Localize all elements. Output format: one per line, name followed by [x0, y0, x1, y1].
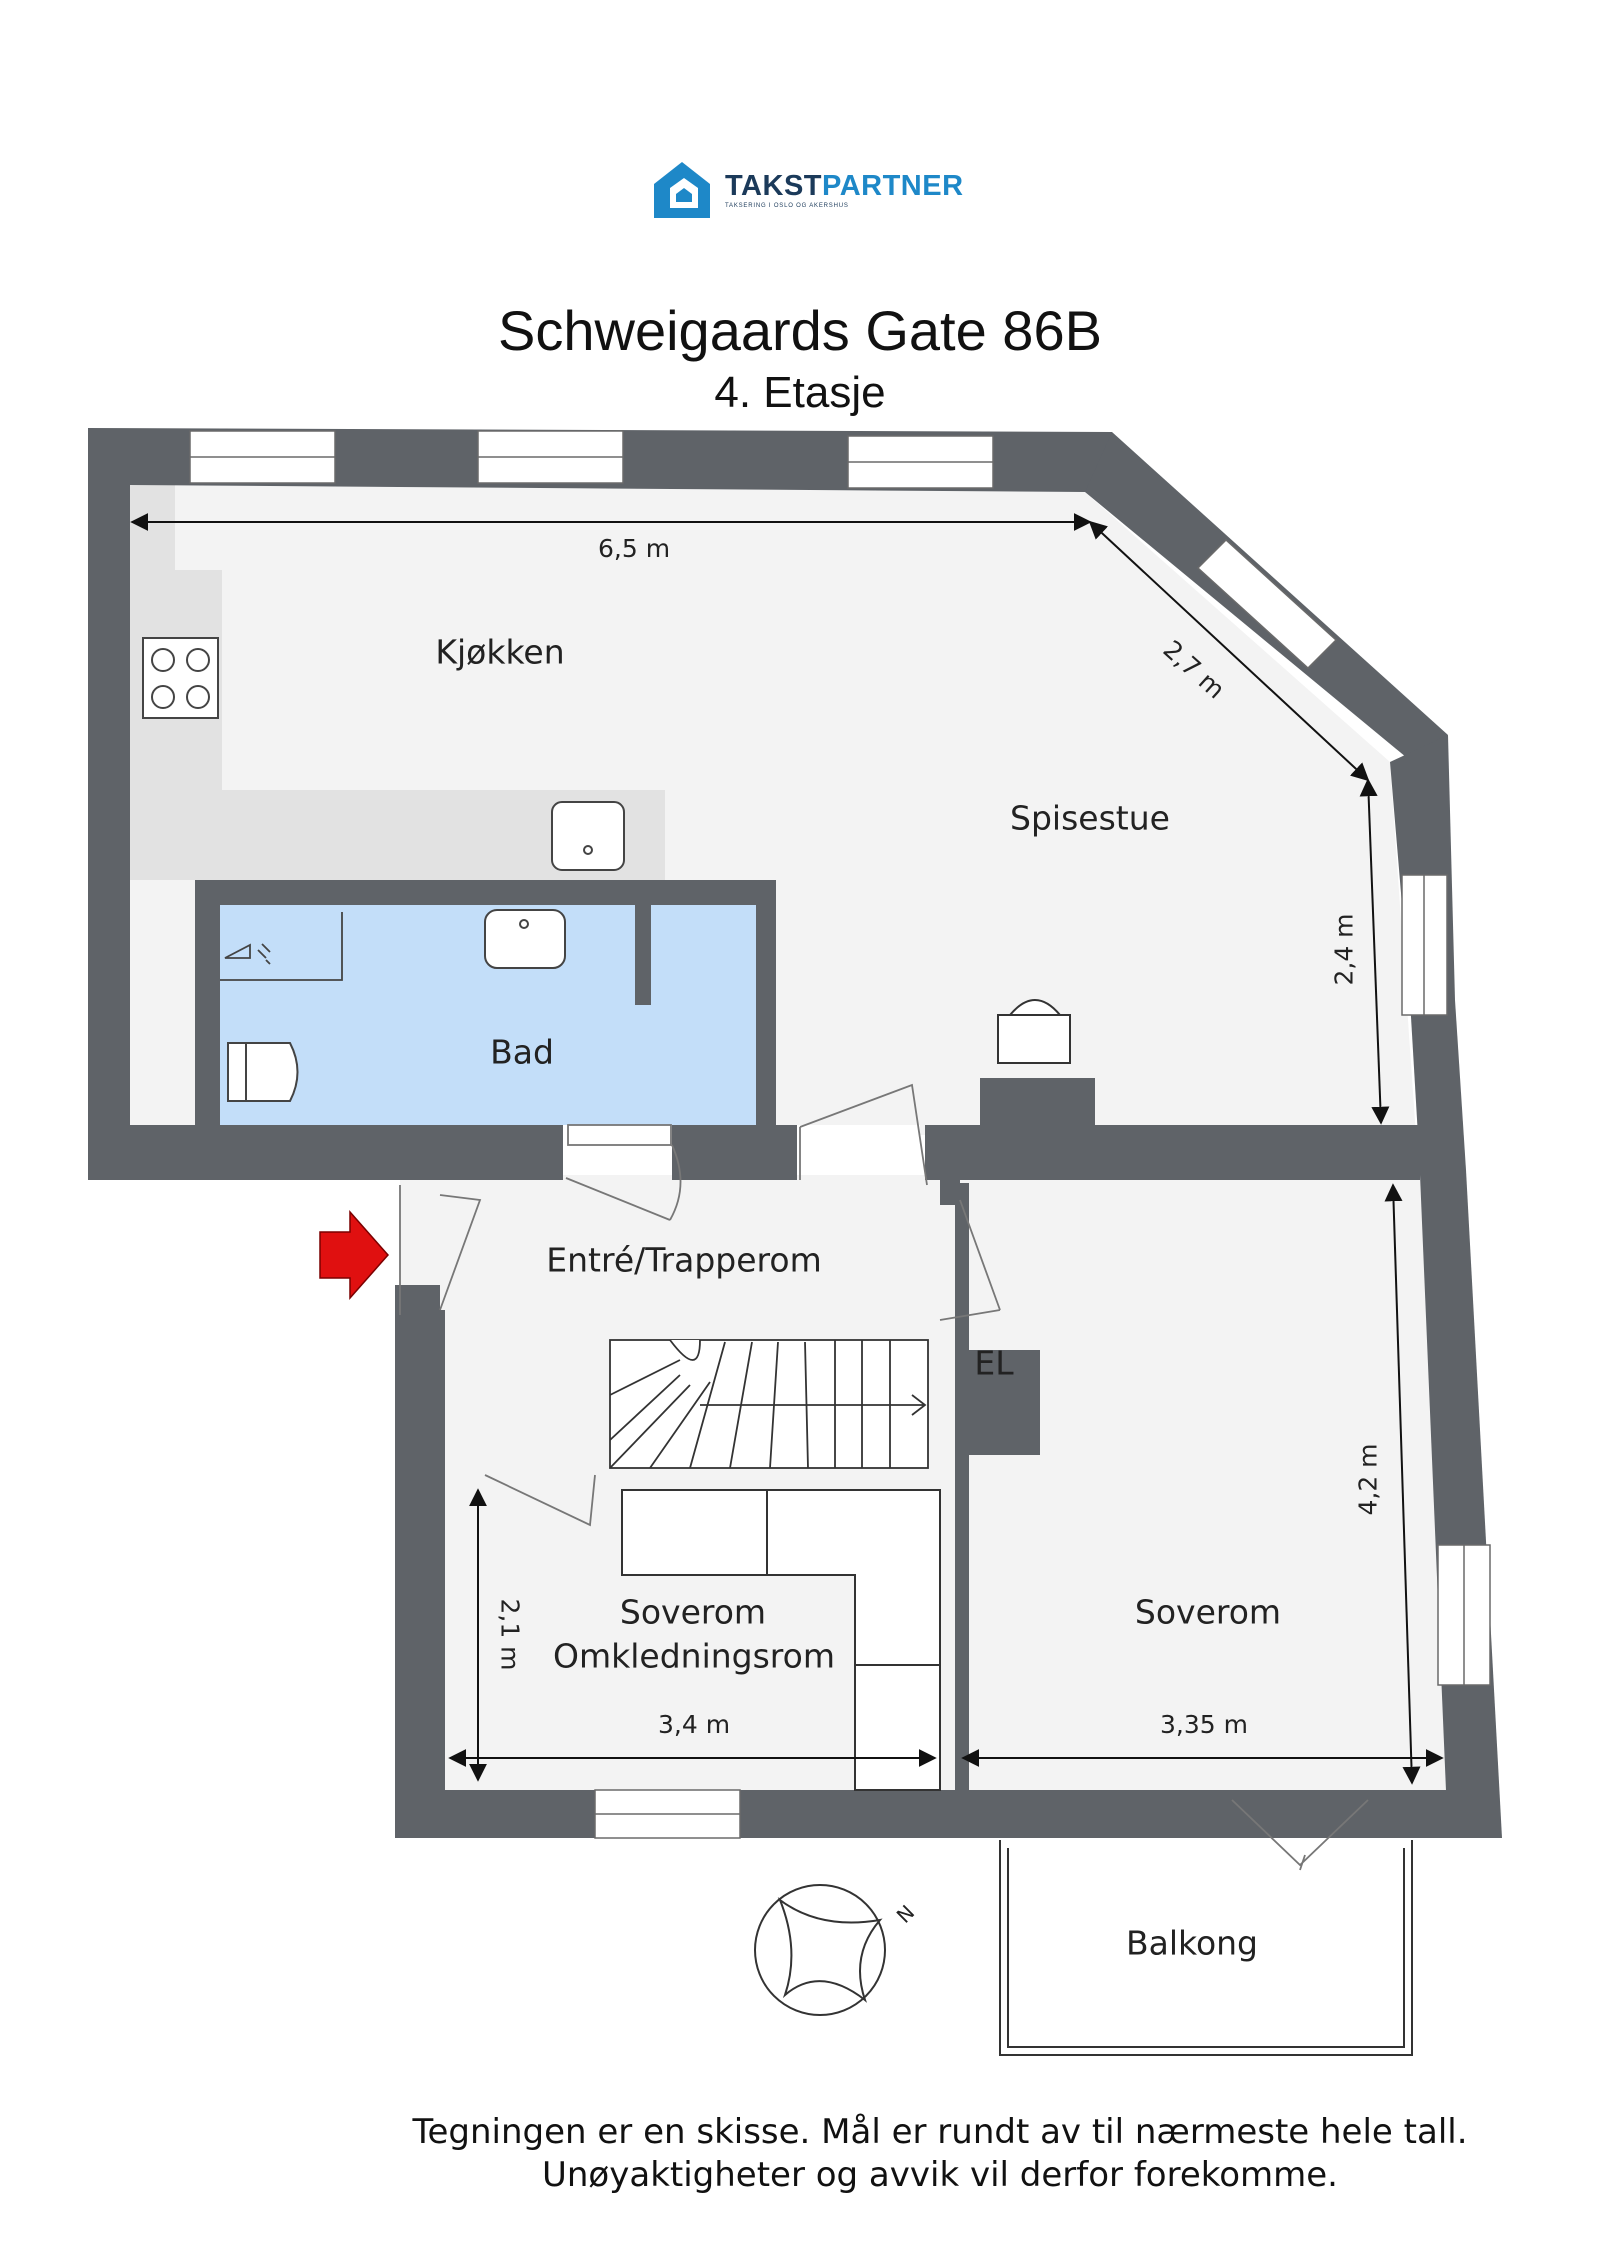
room-label-bath: Bad — [490, 1032, 554, 1072]
logo-tagline: TAKSERING I OSLO OG AKERSHUS — [725, 203, 849, 209]
wardrobes — [621, 1489, 941, 1791]
room-label-dressing: Omkledningsrom — [553, 1636, 835, 1676]
bedroom-large-floor — [960, 1175, 1448, 1790]
balcony — [999, 1840, 1413, 2056]
dim-bedroom-small-height: 2,1 m — [495, 1598, 525, 1671]
dining-chair-icon — [997, 999, 1071, 1064]
room-label-bedroom-small: Soverom — [619, 1592, 767, 1632]
dim-kitchen-width: 6,5 m — [598, 534, 671, 563]
room-label-entry: Entré/Trapperom — [546, 1240, 822, 1280]
dim-bedroom-large-height: 4,2 m — [1353, 1443, 1383, 1516]
stove-icon — [142, 637, 219, 719]
disclaimer-line-2: Unøyaktigheter og avvik vil derfor forek… — [542, 2155, 1338, 2195]
room-label-el: EL — [974, 1343, 1014, 1383]
dim-bedroom-large-width: 3,35 m — [1160, 1710, 1248, 1739]
disclaimer-line-1: Tegningen er en skisse. Mål er rundt av … — [412, 2112, 1468, 2152]
bathroom-sink-icon — [484, 909, 566, 969]
floor-subtitle: 4. Etasje — [714, 368, 886, 417]
shower-icon — [220, 912, 343, 981]
page-title: Schweigaards Gate 86B — [498, 299, 1102, 362]
room-label-bedroom-large: Soverom — [1134, 1592, 1282, 1632]
dim-bedroom-small-width: 3,4 m — [658, 1710, 731, 1739]
staircase — [609, 1339, 929, 1469]
takstpartner-logo: TAKSTPARTNER TAKSERING I OSLO OG AKERSHU… — [645, 150, 975, 220]
kitchen-sink-icon — [551, 801, 625, 871]
room-label-dining: Spisestue — [1010, 798, 1170, 838]
dimension-lines — [130, 513, 1444, 1785]
compass-icon — [754, 1884, 886, 2016]
room-label-kitchen: Kjøkken — [435, 632, 565, 672]
dim-dining-height: 2,4 m — [1329, 913, 1359, 986]
house-logo-icon — [654, 162, 710, 218]
logo-wordmark: TAKSTPARTNER — [725, 170, 964, 202]
entrance-arrow-icon — [319, 1210, 390, 1300]
doors — [399, 1083, 1369, 1871]
room-label-balcony: Balkong — [1125, 1923, 1259, 1963]
toilet-icon — [227, 1042, 299, 1102]
